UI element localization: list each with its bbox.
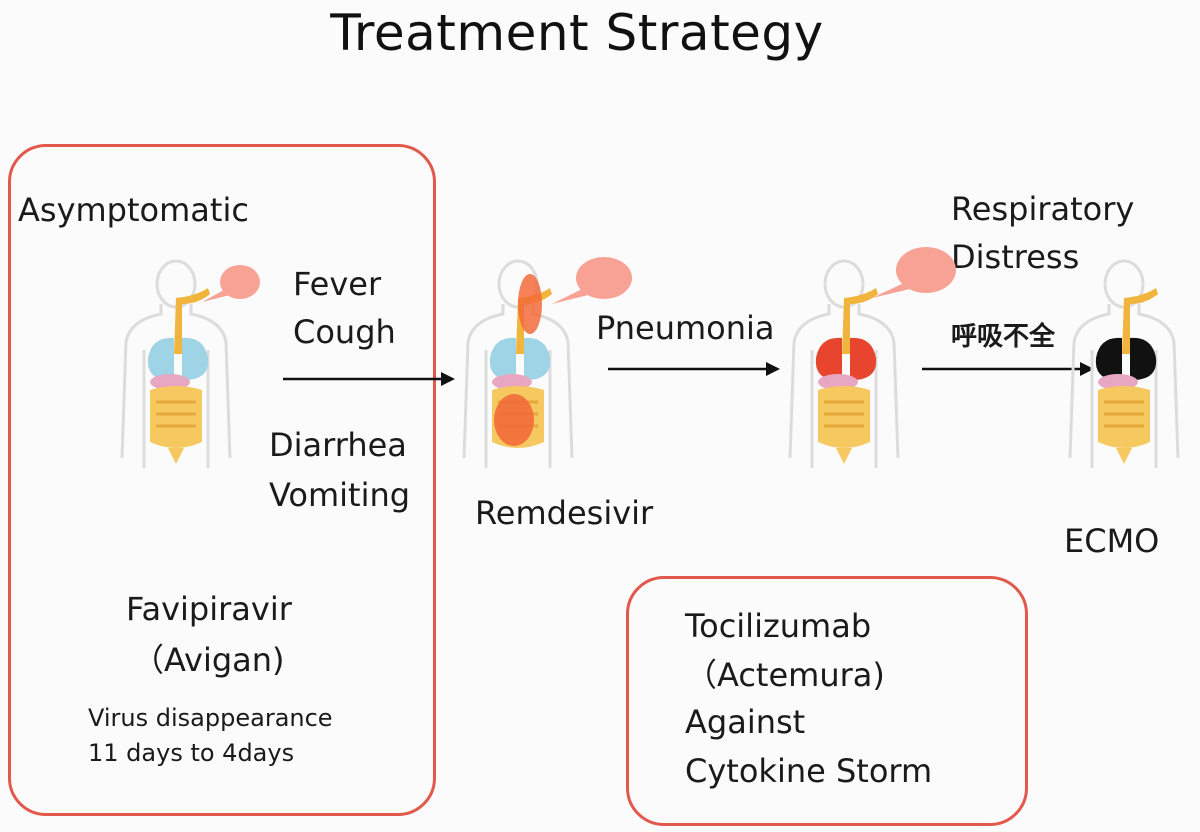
symptom-cough-label: Cough [293, 313, 396, 351]
arrow-right-icon [283, 372, 455, 386]
arrow-right-icon [608, 362, 780, 376]
tocilizumab-box [626, 576, 1028, 826]
virus-note-line1: Virus disappearance [88, 704, 333, 732]
against-label: Against [685, 703, 806, 741]
stage-pneumonia-label: Pneumonia [596, 309, 775, 347]
tocilizumab-label: Tocilizumab [685, 607, 872, 645]
speech-bubble-icon [202, 265, 260, 302]
arrow-right-icon [922, 362, 1094, 376]
stage-asymptomatic-label: Asymptomatic [18, 191, 249, 229]
symptom-fever-label: Fever [293, 265, 382, 303]
virus-note-line2: 11 days to 4days [88, 739, 295, 767]
actemura-label: （Actemura) [685, 656, 885, 694]
ecmo-label: ECMO [1064, 522, 1160, 560]
remdesivir-label: Remdesivir [475, 494, 654, 532]
human-body-icon [1068, 259, 1180, 468]
stage-respiratory-label: Respiratory [951, 190, 1135, 228]
stage-distress-label: Distress [951, 238, 1080, 276]
speech-bubble-icon [872, 247, 956, 298]
human-body-icon [120, 259, 232, 468]
speech-bubble-icon [552, 257, 632, 304]
symptom-vomiting-label: Vomiting [269, 476, 411, 514]
stage-respiratory-jp-label: 呼吸不全 [951, 322, 1056, 352]
avigan-label: （Avigan) [132, 641, 285, 679]
human-body-icon [462, 259, 574, 468]
favipiravir-label: Favipiravir [126, 590, 292, 628]
page-title: Treatment Strategy [330, 4, 824, 62]
favipiravir-box [8, 144, 436, 816]
human-body-icon [788, 259, 900, 468]
cytokine-storm-label: Cytokine Storm [685, 752, 933, 790]
symptom-diarrhea-label: Diarrhea [269, 426, 407, 464]
